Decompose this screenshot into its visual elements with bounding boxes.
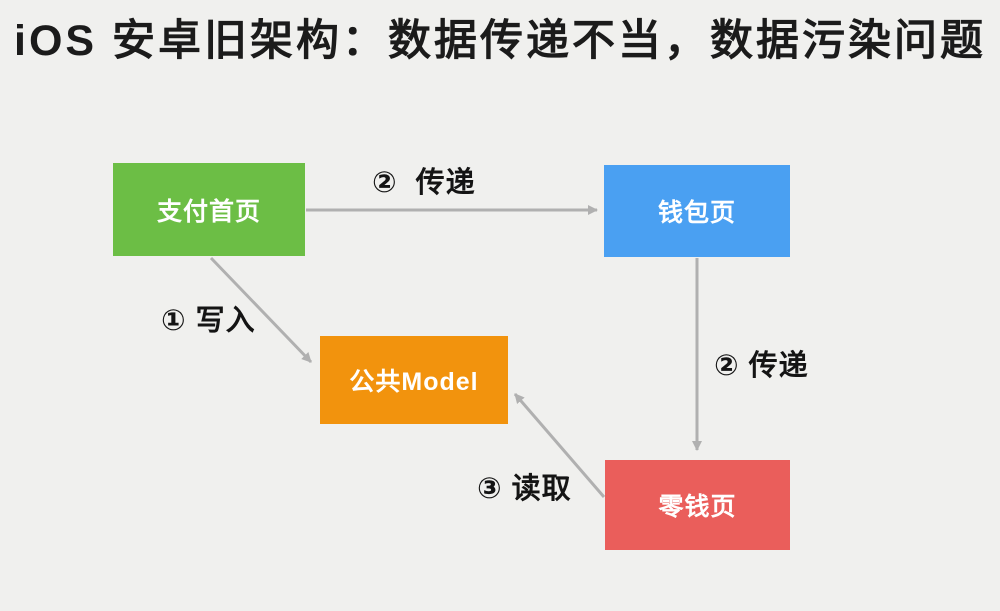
arrow-payhome-to-model bbox=[209, 256, 313, 364]
edge-label-read: ③ 读取 bbox=[477, 473, 572, 505]
node-shared-model: 公共Model bbox=[320, 336, 508, 424]
page-title: iOS 安卓旧架构：数据传递不当，数据污染问题 bbox=[14, 17, 987, 65]
arrow-change-to-model bbox=[513, 393, 606, 498]
node-wallet: 钱包页 bbox=[604, 165, 790, 257]
node-pay-home-label: 支付首页 bbox=[156, 197, 261, 226]
node-shared-model-label: 公共Model bbox=[349, 368, 479, 396]
edge-label-pass-top: ② 传递 bbox=[372, 167, 476, 199]
node-pay-home: 支付首页 bbox=[113, 163, 305, 256]
node-change-page: 零钱页 bbox=[605, 460, 790, 550]
node-change-page-label: 零钱页 bbox=[658, 493, 737, 521]
edge-label-pass-right: ② 传递 bbox=[714, 350, 809, 382]
edge-label-write: ① 写入 bbox=[161, 305, 256, 337]
node-wallet-label: 钱包页 bbox=[657, 199, 736, 227]
